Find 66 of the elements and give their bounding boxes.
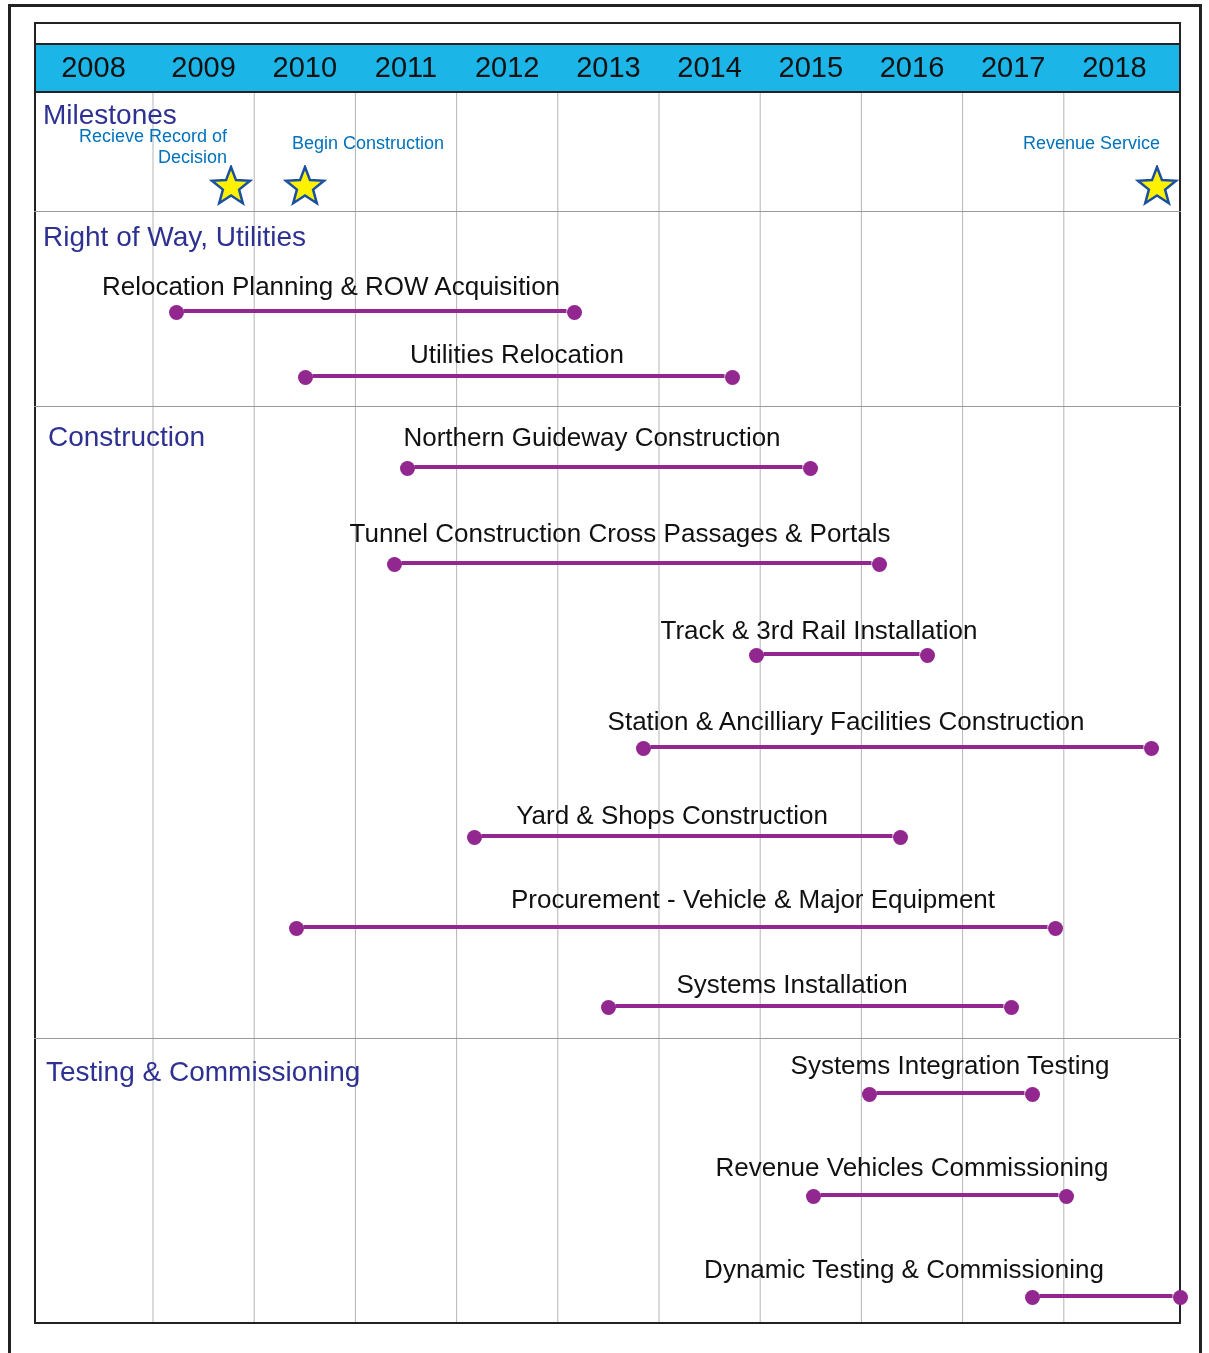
timeline-bar xyxy=(183,309,567,313)
task-label: Relocation Planning & ROW Acquisition xyxy=(101,271,561,301)
task-label: Utilities Relocation xyxy=(410,339,624,369)
endpoint-dot xyxy=(399,460,415,476)
endpoint-dot xyxy=(466,829,482,845)
task-label: Station & Ancilliary Facilities Construction xyxy=(607,706,1085,736)
endpoint-dot xyxy=(1003,999,1019,1015)
year-label: 2016 xyxy=(879,50,945,84)
endpoint-dot xyxy=(1024,1086,1040,1102)
section-title: Right of Way, Utilities xyxy=(43,221,306,253)
year-label: 2008 xyxy=(61,50,126,84)
year-label: 2010 xyxy=(272,50,338,84)
endpoint-dot xyxy=(724,369,740,385)
task-label: Systems Installation xyxy=(676,969,908,999)
timeline-bar xyxy=(1039,1294,1173,1298)
timeline-bar xyxy=(401,561,872,565)
timeline-bar xyxy=(303,925,1048,929)
timeline-bar xyxy=(650,745,1144,749)
year-label: 2013 xyxy=(576,50,641,84)
timeline-bar xyxy=(615,1004,1004,1008)
endpoint-dot xyxy=(288,920,304,936)
timeline-bar xyxy=(820,1193,1059,1197)
star-icon xyxy=(283,165,327,207)
timeline-bar xyxy=(312,374,725,378)
year-label: 2018 xyxy=(1082,50,1147,84)
year-label: 2012 xyxy=(474,50,540,84)
milestone-label: Revenue Service xyxy=(1023,133,1161,154)
section-title: Testing & Commissioning xyxy=(46,1056,361,1088)
milestone-label: Begin Construction xyxy=(292,133,445,154)
timeline-bar xyxy=(481,834,893,838)
task-label: Revenue Vehicles Commissioning xyxy=(715,1152,1109,1182)
task-label: Yard & Shops Construction xyxy=(516,800,828,830)
endpoint-dot xyxy=(1058,1188,1074,1204)
endpoint-dot xyxy=(566,304,582,320)
endpoint-dot xyxy=(386,556,402,572)
year-label: 2009 xyxy=(171,50,236,84)
endpoint-dot xyxy=(748,647,764,663)
endpoint-dot xyxy=(600,999,616,1015)
endpoint-dot xyxy=(1172,1289,1188,1305)
endpoint-dot xyxy=(892,829,908,845)
endpoint-dot xyxy=(802,460,818,476)
year-label: 2017 xyxy=(980,50,1046,84)
timeline-bar xyxy=(876,1091,1025,1095)
task-label: Dynamic Testing & Commissioning xyxy=(704,1254,1104,1284)
timeline-bar xyxy=(414,465,803,469)
endpoint-dot xyxy=(297,369,313,385)
endpoint-dot xyxy=(168,304,184,320)
star-icon xyxy=(209,165,253,207)
task-label: Track & 3rd Rail Installation xyxy=(660,615,978,645)
task-label: Northern Guideway Construction xyxy=(403,422,781,452)
endpoint-dot xyxy=(1047,920,1063,936)
endpoint-dot xyxy=(871,556,887,572)
task-label: Procurement - Vehicle & Major Equipment xyxy=(510,884,996,914)
year-label: 2014 xyxy=(677,50,742,84)
star-icon xyxy=(1135,165,1179,207)
section-title: Construction xyxy=(48,421,206,453)
task-label: Tunnel Construction Cross Passages & Portals xyxy=(349,518,891,548)
endpoint-dot xyxy=(1143,740,1159,756)
endpoint-dot xyxy=(919,647,935,663)
task-label: Systems Integration Testing xyxy=(790,1050,1110,1080)
year-label: 2011 xyxy=(374,50,438,84)
year-label: 2015 xyxy=(778,50,844,84)
endpoint-dot xyxy=(1024,1289,1040,1305)
timeline-bar xyxy=(763,652,920,656)
endpoint-dot xyxy=(805,1188,821,1204)
endpoint-dot xyxy=(635,740,651,756)
